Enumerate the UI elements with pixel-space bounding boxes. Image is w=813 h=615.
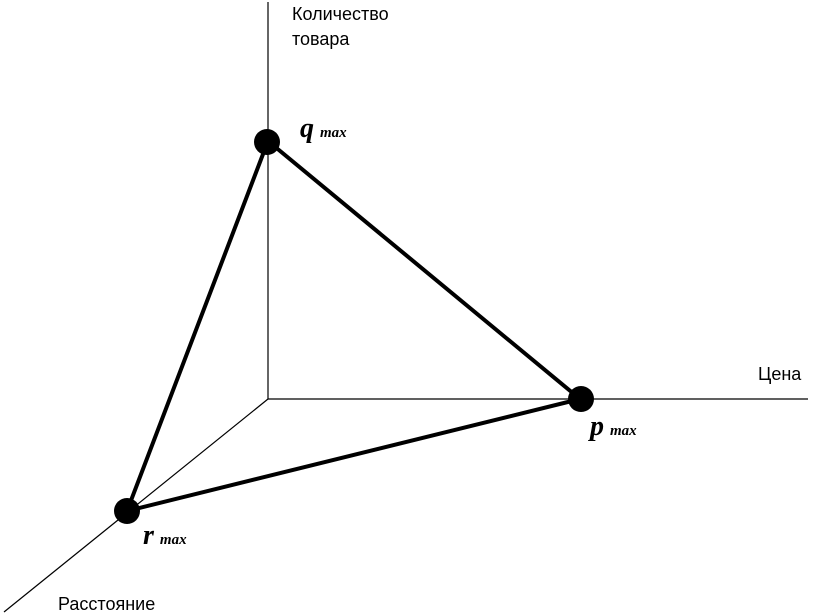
point-label-r-max: r max (143, 520, 187, 551)
point-label-p-main: p (588, 411, 604, 442)
edge-r-p (125, 397, 582, 513)
vertex-r-max (114, 498, 140, 524)
vertex-q-max (254, 129, 280, 155)
point-label-q-sub: max (320, 125, 347, 141)
vertex-p-max (568, 386, 594, 412)
point-label-q-main: q (300, 113, 314, 144)
horizontal-axis-label: Цена (758, 364, 802, 384)
edge-q-r (125, 139, 270, 513)
edge-q-p (266, 139, 582, 401)
vertical-axis-label: Количество товара (292, 4, 394, 49)
diagonal-axis-label: Расстояние (58, 594, 155, 614)
vertical-axis-label-line2: товара (292, 29, 350, 49)
vertical-axis-label-line1: Количество (292, 4, 389, 24)
point-label-p-max: p max (588, 411, 637, 442)
point-label-r-main: r (143, 520, 155, 551)
point-label-q-max: q max (300, 113, 347, 144)
point-label-r-sub: max (160, 532, 187, 548)
point-label-p-sub: max (610, 423, 637, 439)
